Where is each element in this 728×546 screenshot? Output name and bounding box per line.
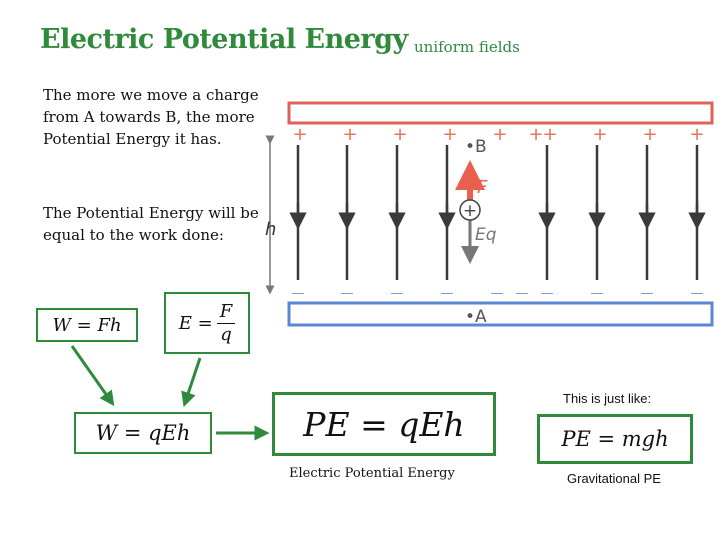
minus-sign: — [516,286,529,301]
combined-work-box: W = qEh [74,412,212,454]
gravity-pe-caption: Gravitational PE [567,471,661,486]
force-label: F [477,177,488,198]
test-charge-group: + F Eq •B •A [455,137,497,327]
fraction-numerator: F [216,301,236,324]
minus-sign: — [691,286,704,301]
minus-sign: — [391,286,404,301]
plus-sign: + [542,124,557,145]
arrow-work-to-combined [70,345,115,407]
work-equation: W = Fh [52,314,122,336]
height-label: h [265,219,276,240]
electric-pe-box: PE = qEh [272,392,496,456]
work-equation-box: W = Fh [36,308,138,342]
gravity-pe-equation: PE = mgh [561,427,669,451]
test-charge [459,199,481,221]
work-paragraph: The Potential Energy will be equal to th… [43,204,259,244]
eq-label: Eq [475,225,497,245]
plus-sign: + [392,124,407,145]
point-b-label: •B [465,137,487,157]
field-equation-box: E = F q [164,292,250,354]
point-a-label: •A [465,307,487,327]
minus-sign: — [591,286,604,301]
gravity-pe-box: PE = mgh [537,414,693,464]
plus-sign: + [442,124,457,145]
plus-sign: + [528,124,543,145]
minus-sign: — [491,286,504,301]
positive-plate [287,101,714,125]
electric-pe-equation: PE = qEh [303,404,465,444]
just-like-caption: This is just like: [563,391,652,406]
minus-sign: — [441,286,454,301]
slide-subtitle: uniform fields [414,38,520,56]
negative-plate [287,301,714,327]
minus-sign: — [641,286,654,301]
plus-sign: + [292,124,307,145]
field-lines [289,145,706,280]
slide-title: Electric Potential Energy [40,24,408,55]
fraction-denominator: q [220,323,232,345]
plus-sign: + [342,124,357,145]
minus-charges: — — — — — — — — — — [292,286,704,301]
minus-sign: — [292,286,305,301]
intro-paragraph: The more we move a charge from A towards… [43,86,259,148]
height-measure: h [265,135,276,295]
plus-sign: + [642,124,657,145]
plus-sign: + [689,124,704,145]
minus-sign: — [541,286,554,301]
charge-sign: + [463,201,477,221]
combined-work-equation: W = qEh [95,421,191,445]
uniform-field-diagram: + + + + + + + + + + — — — — — — — — — — [265,101,714,327]
minus-sign: — [341,286,354,301]
plus-charges: + + + + + + + + + + [292,124,704,145]
field-fraction: F q [216,301,236,346]
plus-sign: + [492,124,507,145]
arrow-field-to-combined [181,357,202,408]
electric-pe-caption: Electric Potential Energy [289,466,455,481]
field-equation-lhs: E = [178,312,213,334]
plus-sign: + [592,124,607,145]
